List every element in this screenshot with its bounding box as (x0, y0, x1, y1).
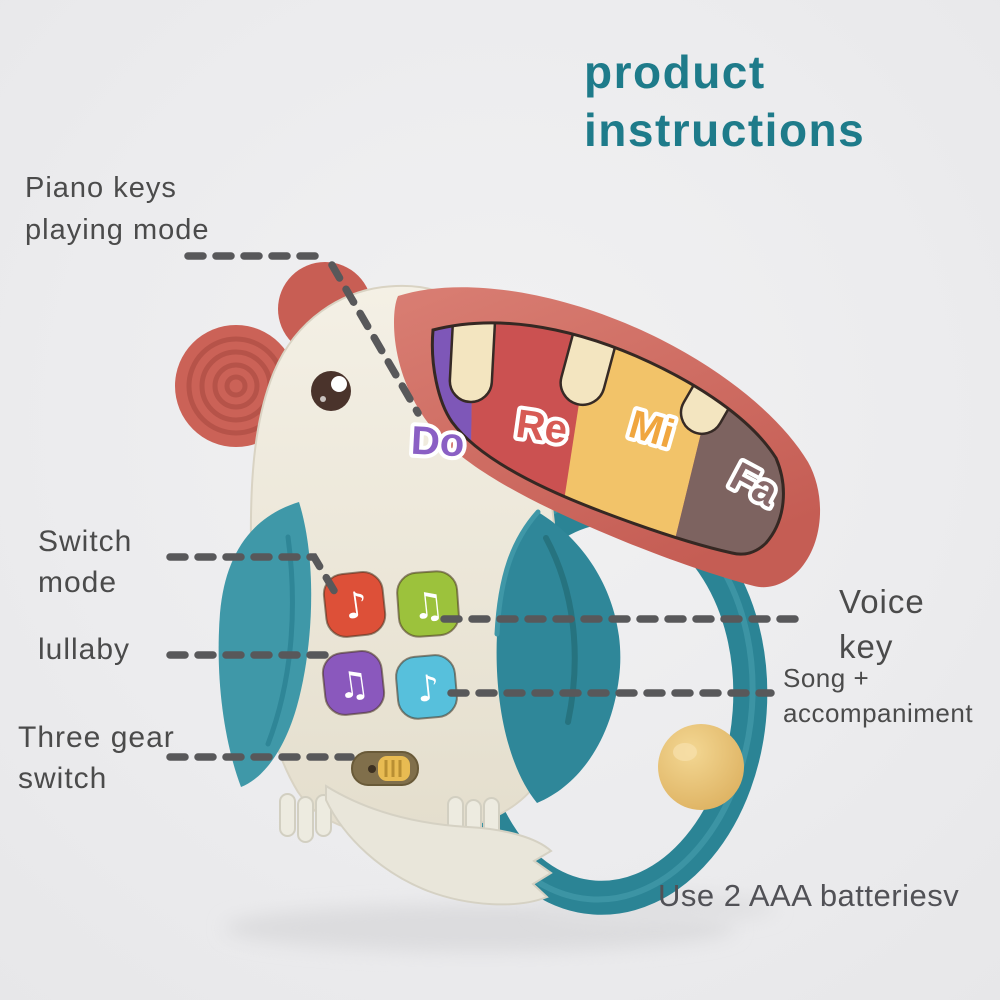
label-lullaby: lullaby (38, 633, 131, 666)
key-label-re: Re (513, 402, 570, 453)
key-label-do: Do (410, 419, 466, 466)
left-wing (218, 502, 312, 787)
tail (325, 784, 553, 906)
title-line2: instructions (584, 103, 866, 156)
ring-bead[interactable] (658, 724, 744, 810)
three-gear-slider[interactable] (351, 751, 419, 786)
lullaby-button[interactable]: ♫ (321, 649, 386, 717)
label-song-accompaniment: Song + accompaniment (783, 663, 974, 729)
music-notes-icon: ♫ (335, 663, 373, 708)
white-key-1[interactable] (448, 289, 498, 404)
switch-mode-button[interactable]: ♪ (322, 570, 387, 639)
connector-piano-keys-diagonal (328, 261, 422, 417)
music-notes-icon: ♫ (410, 584, 446, 628)
label-piano-keys-playing-mode: Piano keys playing mode (25, 172, 210, 247)
music-note-icon: ♪ (415, 668, 442, 711)
right-wing (494, 509, 621, 803)
page-title: product instructions (584, 44, 865, 160)
eye (311, 371, 351, 411)
battery-note: Use 2 AAA batteriesv (658, 878, 960, 913)
label-voice-key: Voice key (839, 583, 925, 665)
left-foot (279, 793, 332, 843)
voice-key-button[interactable]: ♫ (396, 570, 460, 638)
music-note-icon: ♪ (342, 584, 370, 628)
title-line1: product (584, 46, 766, 98)
label-switch-mode: Switch mode (38, 525, 133, 600)
song-accompaniment-button[interactable]: ♪ (394, 654, 458, 721)
connector-switch-mode (166, 553, 343, 603)
label-three-gear-switch: Three gear switch (18, 721, 175, 796)
